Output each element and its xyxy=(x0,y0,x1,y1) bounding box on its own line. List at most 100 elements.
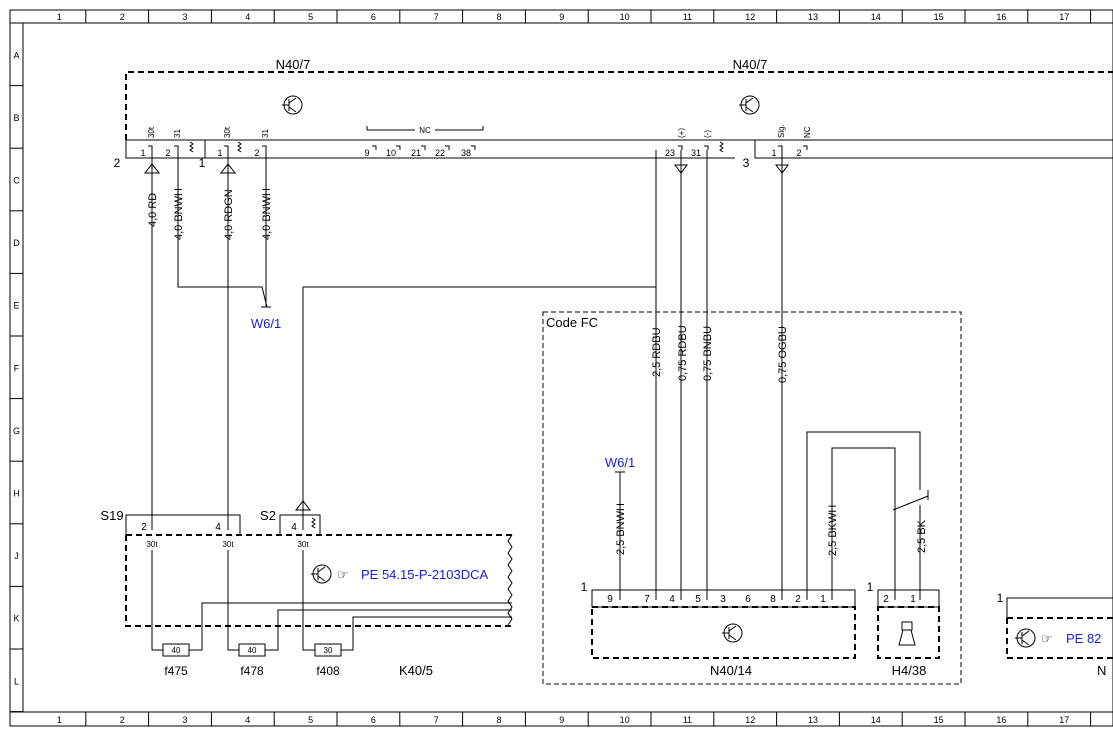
n40-14-module xyxy=(591,606,856,659)
pin-signal-label: Sig. xyxy=(777,124,786,138)
grid-row-label: A xyxy=(13,50,19,60)
pin-signal-label: 30t xyxy=(147,126,156,138)
pin-signal-label: NC xyxy=(803,126,812,138)
transistor-icon xyxy=(311,564,332,584)
pin-number: 2 xyxy=(254,148,259,158)
wire-label: 4,0 RD xyxy=(147,193,159,227)
wire-label: 4,0 RDGN xyxy=(223,189,235,240)
pin-number: 4 xyxy=(291,522,297,533)
pin-number: 5 xyxy=(695,594,701,605)
connector-number: 1 xyxy=(867,580,874,594)
transistor-icon xyxy=(722,623,743,643)
h4-38-label: H4/38 xyxy=(892,663,927,678)
cut-off-label: N xyxy=(1097,663,1106,678)
fuse-icon xyxy=(162,643,190,657)
right-partial-module: 1 ☞ PE 82 N xyxy=(997,591,1113,678)
wire-label: 0,75 OGBU xyxy=(777,326,789,383)
grid-column-label: 9 xyxy=(559,715,564,725)
grid-column-label: 10 xyxy=(620,12,630,22)
grid-column-label: 8 xyxy=(496,715,501,725)
pin-signal-label: 30t xyxy=(223,126,232,138)
grid-row-label: K xyxy=(13,614,19,624)
code-fc-area: Code FC W6/1 2,5 BNWH 2,5 BKWH 2,5 BK 1 … xyxy=(542,311,962,685)
grid-column-label: 2 xyxy=(120,12,125,22)
pin-number: 23 xyxy=(665,148,675,158)
pin-signal-label: (+) xyxy=(677,128,686,138)
w6-1-ground-ref[interactable]: W6/1 xyxy=(605,455,635,470)
s2-label: S2 xyxy=(260,508,276,523)
pe-reference-link[interactable]: PE 54.15-P-2103DCA xyxy=(361,567,489,582)
connector-number: 1 xyxy=(199,156,206,170)
arrow-down-icon xyxy=(674,164,688,174)
wire-label: 2,5 BKWH xyxy=(827,505,839,556)
w6-1-ground-ref[interactable]: W6/1 xyxy=(251,316,281,331)
wire-label: 2,5 BNWH xyxy=(615,503,627,555)
arrow-down-icon xyxy=(775,164,789,174)
pin-signal-label: 31 xyxy=(261,129,270,138)
grid-column-label: 6 xyxy=(371,12,376,22)
arrow-up-icon xyxy=(294,500,312,511)
pe-reference-link[interactable]: PE 82 xyxy=(1066,631,1101,646)
grid-column-label: 14 xyxy=(871,715,881,725)
pin-signal-label: 30t xyxy=(222,540,234,549)
fuse-rating: 30 xyxy=(324,646,333,655)
grid-column-label: 13 xyxy=(808,715,818,725)
grid-column-label: 17 xyxy=(1059,12,1069,22)
pin-number: 1 xyxy=(771,148,776,158)
grid-column-label: 13 xyxy=(808,12,818,22)
pin-number: 2 xyxy=(883,594,889,605)
grid-column-label: 3 xyxy=(182,715,187,725)
n40-7-right-label: N40/7 xyxy=(733,57,768,72)
pin-number: 9 xyxy=(607,594,613,605)
grid-row-label: J xyxy=(14,551,19,561)
n40-7-left-label: N40/7 xyxy=(276,57,311,72)
fuse-icon xyxy=(238,643,266,657)
pin-number: 22 xyxy=(435,148,445,158)
transistor-icon xyxy=(282,95,303,115)
grid-column-label: 17 xyxy=(1059,715,1069,725)
pin-number: 4 xyxy=(669,594,675,605)
h4-38-module xyxy=(877,606,940,659)
wires: 4,0 RD 4,0 BNWH 4,0 RDGN 4,0 BNWH 2,5 RD… xyxy=(143,150,789,600)
grid-column-label: 4 xyxy=(245,715,250,725)
pin-number: 10 xyxy=(386,148,396,158)
grid-row-label: F xyxy=(14,363,20,373)
pin-signal-label: 31 xyxy=(173,129,182,138)
pin-signal-label: (-) xyxy=(703,130,712,138)
grid-column-label: 16 xyxy=(996,715,1006,725)
pin-signal-label: 30t xyxy=(297,540,309,549)
pin-number: 2 xyxy=(141,522,147,533)
grid-frame xyxy=(9,9,1113,727)
grid-column-label: 9 xyxy=(559,12,564,22)
arrow-up-icon xyxy=(219,163,237,174)
grid-column-label: 16 xyxy=(996,12,1006,22)
connector-number: 1 xyxy=(581,580,588,594)
resistor-icon xyxy=(719,141,724,153)
pin-number: 4 xyxy=(215,522,221,533)
pin-signal-label: 30t xyxy=(146,540,158,549)
wire-label: 2,5 RDBU xyxy=(651,327,663,377)
fuse-icon xyxy=(314,643,342,657)
pin-number: 8 xyxy=(770,594,776,605)
grid-column-label: 12 xyxy=(745,12,755,22)
grid-row-label: B xyxy=(13,113,19,123)
connector-number: 2 xyxy=(114,156,121,170)
n40-7-module: N40/7 N40/7 2 1 3 30t 31 1 2 xyxy=(114,57,1113,170)
grid-column-label: 10 xyxy=(620,715,630,725)
pin-number: 1 xyxy=(910,594,916,605)
grid-column-label: 5 xyxy=(308,12,313,22)
k40-5-module: S19 S2 2 4 4 30t 30t 30t ☞ PE 54.15-P-21… xyxy=(100,508,513,678)
grid-column-ticks xyxy=(85,10,1092,726)
s19-label: S19 xyxy=(100,508,123,523)
grid-column-label: 12 xyxy=(745,715,755,725)
grid-column-label: 11 xyxy=(683,715,692,725)
pin-number: 2 xyxy=(165,148,170,158)
pin-number: 38 xyxy=(461,148,471,158)
wire-label: 4,0 BNWH xyxy=(173,188,185,240)
wire-label: 2,5 BK xyxy=(916,519,928,553)
pin-number: 1 xyxy=(140,148,145,158)
resistor-icon xyxy=(189,141,194,153)
grid-column-label: 11 xyxy=(683,12,692,22)
